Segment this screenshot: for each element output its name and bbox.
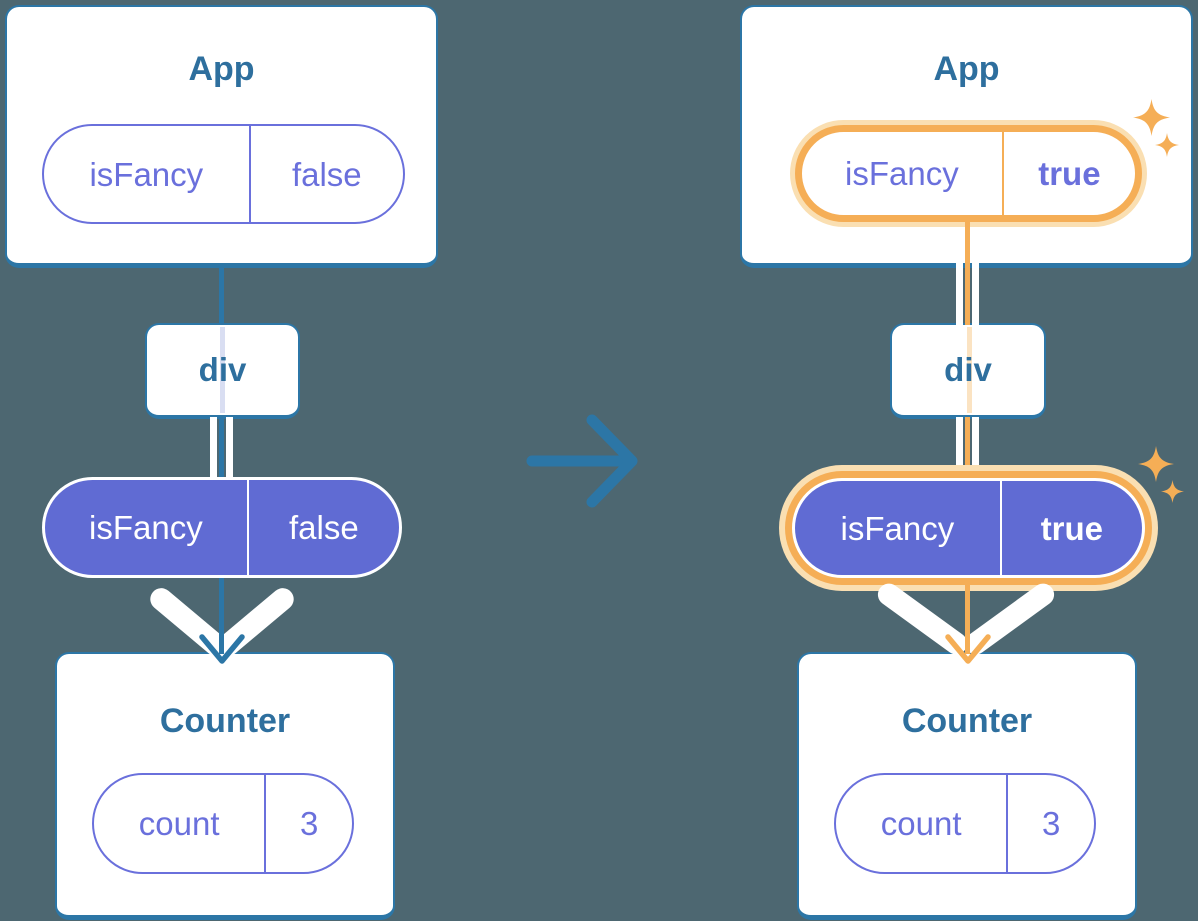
prop-pipe-left bbox=[956, 417, 963, 479]
prop-through-line bbox=[967, 327, 972, 413]
app-state-pill-highlighted: isFancy true bbox=[795, 125, 1142, 222]
passed-prop-pill: isFancy false bbox=[42, 477, 402, 578]
state-value: true bbox=[1001, 132, 1135, 215]
prop-value: false bbox=[246, 480, 399, 575]
edge-app-to-div bbox=[219, 264, 224, 325]
arrow-line-to-counter-highlighted bbox=[965, 578, 970, 654]
prop-pipe-right bbox=[972, 417, 979, 479]
prop-value: true bbox=[999, 481, 1142, 575]
counter-title: Counter bbox=[159, 702, 291, 740]
prop-pipe-left bbox=[210, 417, 217, 479]
counter-state-pill: count 3 bbox=[834, 773, 1096, 874]
state-value: false bbox=[248, 126, 403, 222]
passed-prop-pill-highlighted: isFancy true bbox=[792, 478, 1145, 578]
edge-div-to-prop bbox=[219, 417, 224, 479]
counter-card: Counter count 3 bbox=[55, 652, 395, 920]
sparkle-icon bbox=[1138, 446, 1174, 482]
edge-app-to-div-highlighted bbox=[965, 218, 970, 325]
arrow-line-to-counter bbox=[219, 578, 224, 654]
state-value: 3 bbox=[264, 775, 352, 872]
div-label: div bbox=[198, 351, 247, 388]
sparkle-icon bbox=[1155, 133, 1179, 157]
prop-pipe-right bbox=[226, 417, 233, 479]
app-card: App isFancy false bbox=[5, 5, 438, 268]
state-name: isFancy bbox=[89, 155, 204, 193]
state-name: isFancy bbox=[845, 155, 959, 192]
transition-arrow-icon bbox=[526, 414, 638, 508]
div-label: div bbox=[944, 351, 992, 388]
state-name: count bbox=[138, 805, 220, 842]
arrow-head-icon bbox=[199, 634, 245, 664]
counter-card: Counter count 3 bbox=[797, 652, 1137, 920]
app-state-pill: isFancy false bbox=[42, 124, 405, 224]
app-title: App bbox=[188, 50, 255, 88]
div-card: div bbox=[890, 323, 1046, 419]
prop-through-line bbox=[220, 327, 225, 413]
div-card: div bbox=[145, 323, 300, 419]
arrow-head-icon bbox=[945, 634, 991, 664]
prop-pipe-right bbox=[972, 262, 979, 325]
sparkle-icon bbox=[1161, 480, 1184, 503]
state-name: count bbox=[880, 805, 962, 842]
prop-pipe-left bbox=[956, 262, 963, 325]
sparkle-icon bbox=[1133, 99, 1170, 136]
counter-state-pill: count 3 bbox=[92, 773, 354, 874]
state-value: 3 bbox=[1006, 775, 1094, 872]
app-title: App bbox=[933, 50, 1000, 88]
edge-div-to-prop-highlighted bbox=[965, 417, 970, 479]
prop-name: isFancy bbox=[840, 509, 955, 547]
counter-title: Counter bbox=[901, 702, 1033, 740]
prop-name: isFancy bbox=[89, 509, 203, 546]
